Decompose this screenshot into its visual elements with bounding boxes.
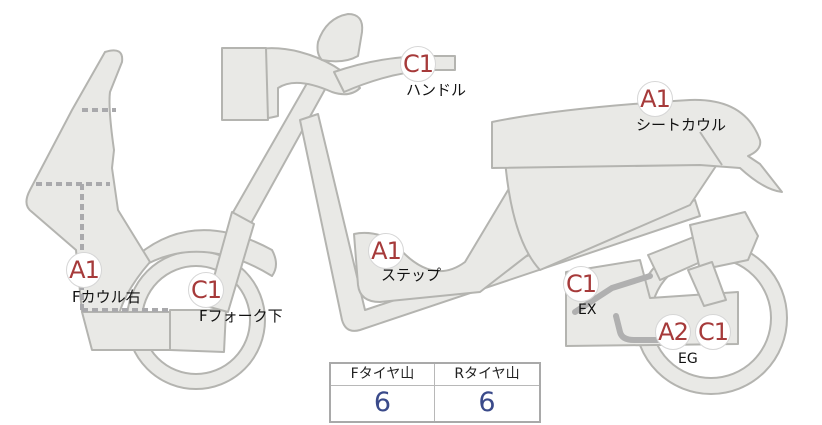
part-code-step: A1 xyxy=(368,233,404,269)
rear-tire-value: 6 xyxy=(478,387,496,418)
front-tire-value: 6 xyxy=(331,386,435,421)
air-box xyxy=(689,211,759,271)
engine-case xyxy=(565,259,739,347)
seat-cowl xyxy=(491,98,783,193)
part-code-engine-a2: A2 xyxy=(655,314,691,350)
part-label-handlebar: ハンドル xyxy=(406,81,467,99)
part-label-exhaust: EX xyxy=(578,302,597,318)
under-seat-body xyxy=(504,159,721,271)
tire-tread-table: Fタイヤ山 Rタイヤ山 6 6 xyxy=(329,362,541,423)
front-tire-header: Fタイヤ山 xyxy=(331,364,435,386)
part-label-engine: EG xyxy=(678,351,698,367)
part-code-exhaust: C1 xyxy=(563,266,599,302)
part-label-step: ステップ xyxy=(381,266,442,284)
part-code-engine: C1 xyxy=(695,314,731,350)
rear-tire-header: Rタイヤ山 xyxy=(435,364,539,386)
rear-arm xyxy=(687,261,727,307)
mirror xyxy=(316,13,364,63)
part-label-seat-cowl: シートカウル xyxy=(636,116,727,134)
headlight xyxy=(221,47,269,121)
part-code-front-fork-lower: C1 xyxy=(188,272,224,308)
part-label-front-cowl-right: Fカウル右 xyxy=(72,288,141,306)
part-code-seat-cowl: A1 xyxy=(637,81,673,117)
exhaust-pipe-lower xyxy=(613,313,665,343)
part-code-front-cowl-right: A1 xyxy=(66,252,102,288)
part-label-front-fork-lower: Fフォーク下 xyxy=(199,307,283,325)
exhaust-pipe xyxy=(572,273,653,315)
part-code-handlebar: C1 xyxy=(400,46,436,82)
front-cowl-lower xyxy=(81,311,171,351)
